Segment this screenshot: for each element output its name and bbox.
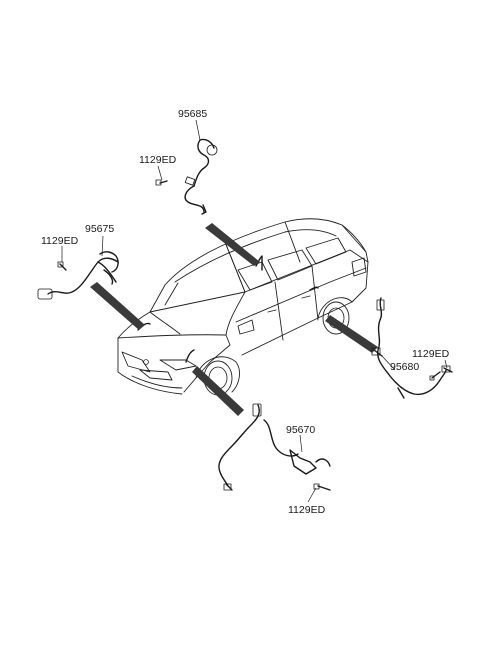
sensor-assembly-front-left	[37, 251, 119, 300]
part-label-1129ed-rear-right: 1129ED	[412, 348, 450, 360]
part-label-95675: 95675	[85, 223, 114, 235]
part-label-95685: 95685	[178, 108, 207, 120]
pointer-arrows	[90, 223, 378, 416]
sensor-assembly-front-right	[218, 403, 331, 491]
sensor-assembly-rear-left	[155, 138, 218, 215]
arrow-rear-left	[205, 223, 260, 266]
part-label-1129ed-front-right: 1129ED	[288, 504, 326, 516]
sensor-assembly-rear-right	[371, 297, 453, 399]
part-label-95680: 95680	[390, 361, 419, 373]
sedan-illustration	[117, 218, 369, 396]
leader-lines	[61, 119, 448, 503]
part-labels: 95685 1129ED 95675 1129ED 1129ED 95680 9…	[41, 108, 450, 516]
arrow-rear-right	[325, 315, 378, 353]
part-label-1129ed-front-left: 1129ED	[41, 235, 79, 247]
arrow-front-left	[90, 282, 145, 330]
arrow-front-right	[192, 366, 244, 416]
part-label-95670: 95670	[286, 424, 315, 436]
part-label-1129ed-rear-left: 1129ED	[139, 154, 177, 166]
